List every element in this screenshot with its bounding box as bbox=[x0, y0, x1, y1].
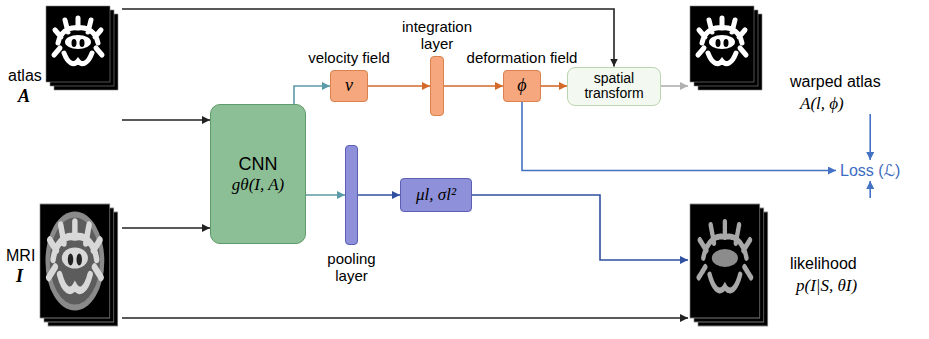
likelihood-slice bbox=[690, 204, 760, 318]
transform-box: spatial transform bbox=[567, 67, 661, 106]
math-expression: p(I|S, θI) bbox=[796, 276, 857, 296]
connector-arrow bbox=[661, 85, 688, 87]
connector-arrow bbox=[122, 317, 688, 319]
connector-arrow bbox=[306, 194, 345, 196]
field-box: deformation fieldϕ bbox=[503, 70, 541, 102]
loss-text: Loss (ℒ) bbox=[840, 161, 900, 180]
connector-arrow bbox=[122, 227, 210, 229]
layer-label: pooling layer bbox=[327, 250, 375, 285]
connector-arrow bbox=[358, 194, 400, 196]
math-symbol: A bbox=[18, 86, 30, 108]
connector-arrow bbox=[472, 195, 688, 260]
field-label: deformation field bbox=[467, 49, 578, 66]
atlas-slice bbox=[46, 6, 110, 82]
connector-arrow bbox=[869, 181, 871, 198]
connector-arrow bbox=[368, 85, 430, 87]
parameter-box: μl, σl² bbox=[400, 178, 472, 212]
loss-label: Loss (ℒ) bbox=[836, 160, 904, 181]
math-symbol: ν bbox=[345, 75, 353, 97]
connector-arrow bbox=[522, 102, 836, 171]
likelihood-stack bbox=[690, 204, 768, 326]
warped-slice bbox=[690, 6, 754, 82]
math-expression: μl, σl² bbox=[416, 185, 456, 205]
image-stack: warped atlasA(l, ϕ) bbox=[688, 4, 888, 114]
field-label: velocity field bbox=[308, 49, 390, 66]
warped-atlas-stack bbox=[690, 6, 762, 90]
mri-slice bbox=[40, 204, 110, 318]
image-stack: MRII bbox=[4, 196, 122, 334]
connector-arrow bbox=[294, 86, 330, 104]
layer-label: integration layer bbox=[402, 18, 472, 53]
math-expression: A(l, ϕ) bbox=[800, 94, 844, 114]
image-stack: likelihood p(I|S, θI) bbox=[688, 198, 888, 334]
layer-bar: pooling layer bbox=[345, 145, 358, 245]
image-stack: atlasA bbox=[4, 4, 122, 126]
layer-bar: integration layer bbox=[430, 56, 444, 116]
box-label: spatial transform bbox=[572, 71, 656, 102]
math-symbol: I bbox=[16, 266, 23, 288]
image-label: MRI bbox=[6, 246, 35, 265]
math-symbol: ϕ bbox=[517, 75, 526, 97]
atlas-stack bbox=[46, 6, 118, 90]
image-label: warped atlas bbox=[790, 72, 881, 91]
connector-arrow bbox=[541, 85, 567, 87]
connector-arrow bbox=[122, 9, 614, 67]
math-expression: gθ(I, A) bbox=[232, 175, 284, 195]
cnn-box: CNNgθ(I, A) bbox=[210, 104, 306, 244]
connector-arrow bbox=[444, 85, 503, 87]
connector-arrow bbox=[869, 114, 871, 160]
field-box: velocity fieldν bbox=[330, 70, 368, 102]
box-title: CNN bbox=[239, 153, 278, 176]
image-label: likelihood bbox=[790, 254, 857, 273]
image-label: atlas bbox=[8, 66, 42, 85]
mri-stack bbox=[40, 204, 118, 326]
connector-arrow bbox=[122, 119, 210, 121]
